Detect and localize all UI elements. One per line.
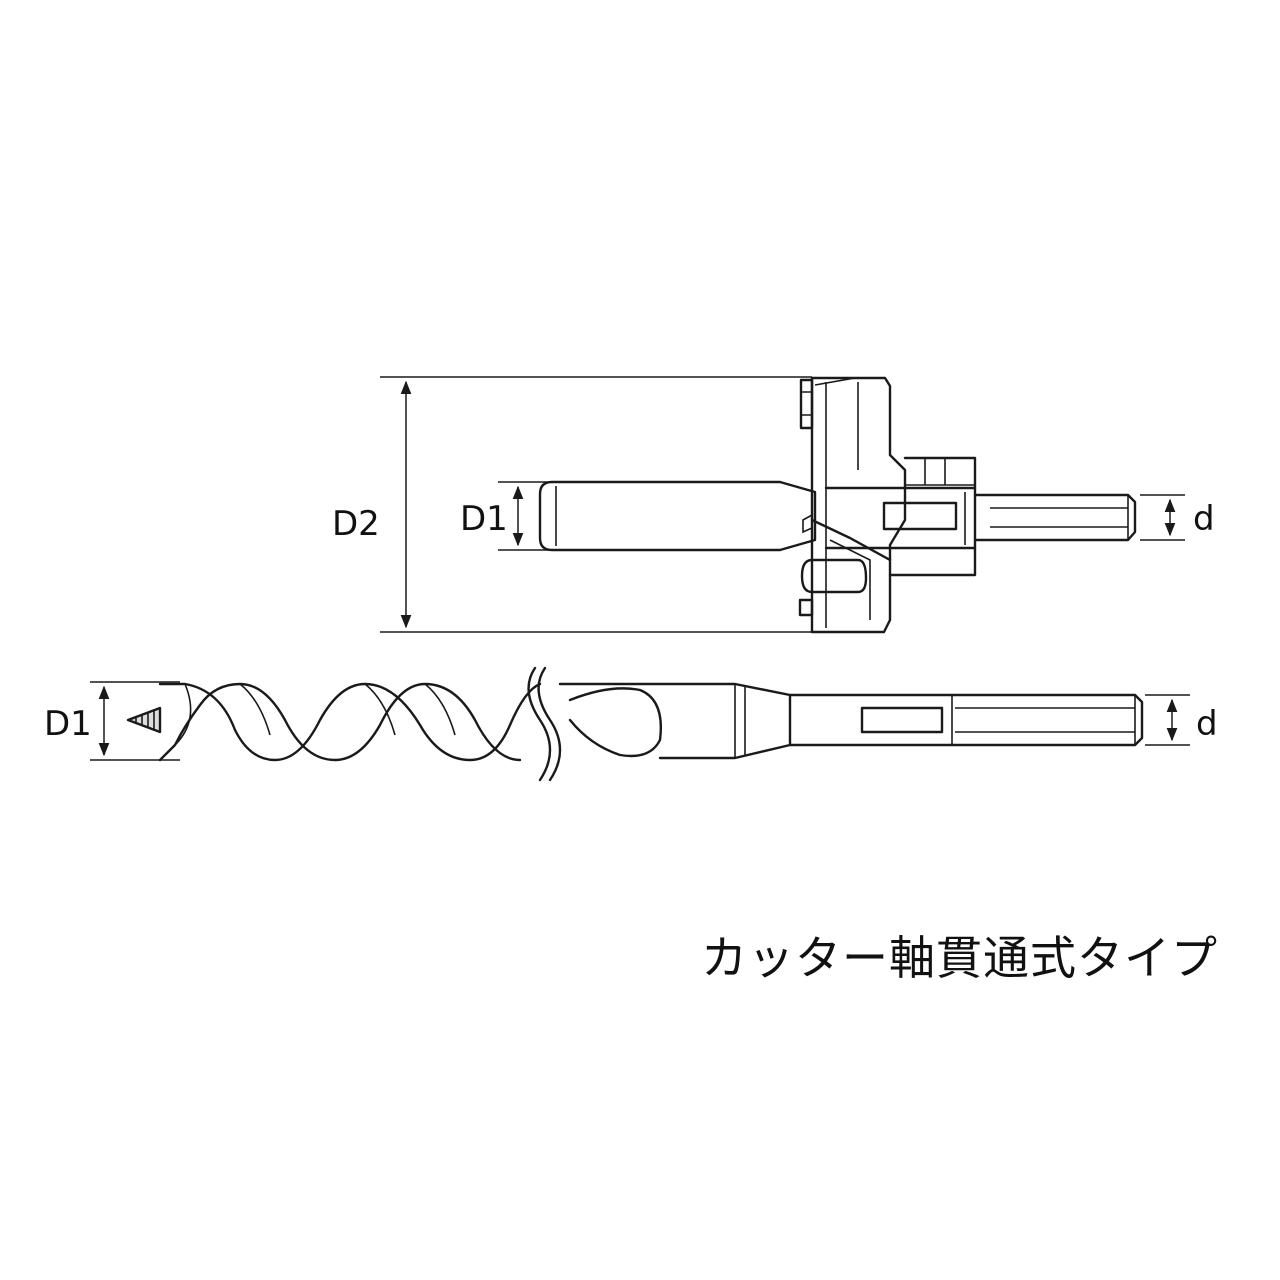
cutter-bit-figure: [380, 376, 1185, 634]
d1-bottom-label: D1: [44, 704, 92, 744]
product-type-caption: カッター軸貫通式タイプ: [701, 931, 1218, 985]
d1-top-label: D1: [460, 499, 508, 539]
d-top-label: d: [1193, 499, 1215, 539]
auger-bit-figure: [90, 666, 1190, 782]
d2-label: D2: [332, 504, 380, 544]
d-bottom-label: d: [1196, 704, 1218, 744]
